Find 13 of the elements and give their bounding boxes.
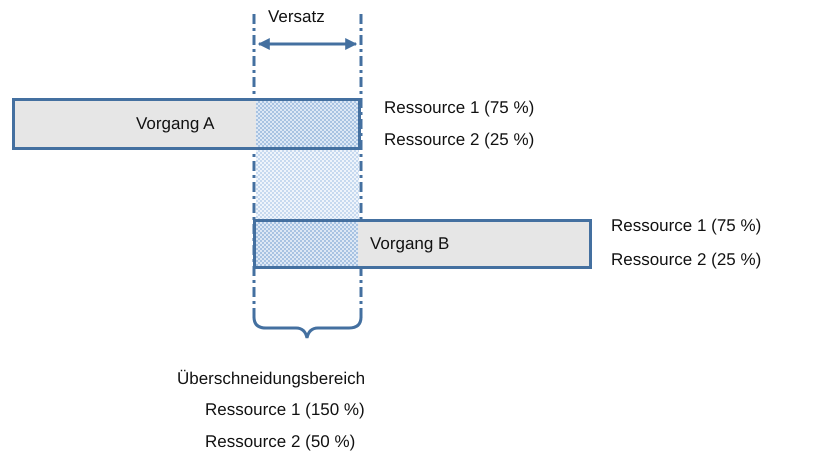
resource-label: Ressource 2 (25 %): [384, 130, 534, 150]
task-bar: [253, 219, 592, 269]
resource-label: Ressource 1 (75 %): [611, 216, 762, 236]
overlap-shading: [256, 150, 359, 219]
resource-label: Ressource 2 (50 %): [205, 432, 356, 452]
task-bar: [12, 98, 361, 150]
area-title: Überschneidungsbereich: [177, 369, 366, 389]
dimension-label: Versatz: [268, 7, 325, 27]
task-label: Vorgang B: [370, 234, 450, 254]
task-label: Vorgang A: [136, 114, 214, 134]
resource-label: Ressource 1 (150 %): [205, 400, 365, 420]
resource-label: Ressource 1 (75 %): [384, 98, 534, 118]
resource-label: Ressource 2 (25 %): [611, 250, 762, 270]
